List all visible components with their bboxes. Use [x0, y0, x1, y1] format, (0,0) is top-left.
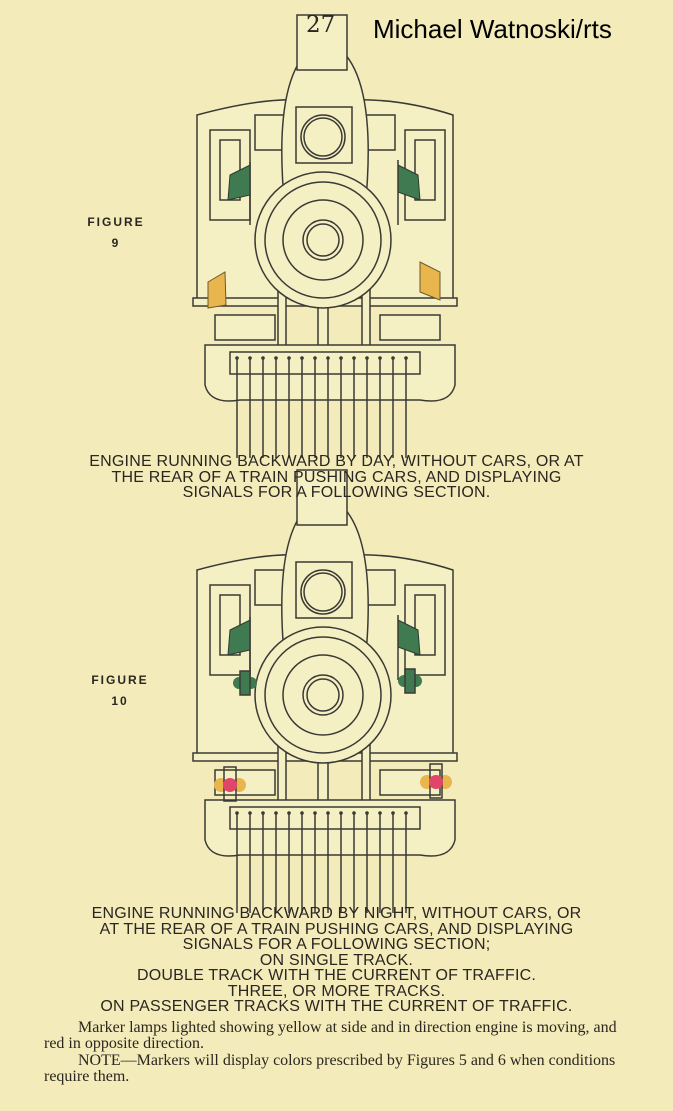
figure-9-caption: ENGINE RUNNING BACKWARD BY DAY, WITHOUT …: [0, 454, 673, 501]
support-post: [361, 289, 371, 351]
rivet: [287, 811, 291, 815]
rivet: [300, 811, 304, 815]
headlight-lens: [303, 117, 343, 157]
caption-line: SIGNALS FOR A FOLLOWING SECTION;: [182, 936, 491, 953]
smokestack: [296, 469, 348, 526]
headlight-lens: [303, 572, 343, 612]
caption-line: ENGINE RUNNING BACKWARD BY NIGHT, WITHOU…: [91, 905, 582, 922]
figure-10-caption: ENGINE RUNNING BACKWARD BY NIGHT, WITHOU…: [0, 906, 673, 1015]
red-lamp-lens: [223, 778, 237, 792]
caption-line: ON PASSENGER TRACKS WITH THE CURRENT OF …: [100, 998, 573, 1015]
caption-line: ON SINGLE TRACK.: [259, 951, 414, 969]
caption-line: DOUBLE TRACK WITH THE CURRENT OF TRAFFIC…: [136, 967, 537, 984]
rivet: [404, 811, 408, 815]
rivet: [365, 811, 369, 815]
page-number: 27: [306, 12, 336, 38]
support-post: [277, 289, 287, 351]
caption-line: THE REAR OF A TRAIN PUSHING CARS, AND DI…: [111, 468, 562, 486]
figure-number: 9: [111, 236, 121, 250]
caption-line: ENGINE RUNNING BACKWARD BY DAY, WITHOUT …: [89, 453, 584, 470]
cab-window: [414, 594, 436, 656]
caption-line: THREE, OR MORE TRACKS.: [227, 982, 446, 1000]
watermark-credit: Michael Watnoski/rts: [373, 14, 612, 44]
rivet: [404, 356, 408, 360]
pilot-beam-plate: [229, 806, 421, 830]
figure-10-label: FIGURE 10: [75, 673, 165, 708]
figure-label-text: FIGURE: [87, 215, 145, 229]
marker-lamp: [404, 668, 416, 694]
rivet: [248, 356, 252, 360]
rivet: [235, 811, 239, 815]
rivet: [378, 356, 382, 360]
red-lamp-lens: [429, 775, 443, 789]
cab-window: [414, 139, 436, 201]
support-post: [361, 744, 371, 806]
step-box: [214, 314, 276, 341]
yellow-flag-right: [419, 261, 441, 301]
markers-note: NOTE—Markers will display colors prescri…: [44, 1052, 616, 1085]
rivet: [274, 356, 278, 360]
rivet: [339, 811, 343, 815]
figure-number: 10: [111, 694, 129, 708]
rivet: [352, 356, 356, 360]
rivet: [274, 811, 278, 815]
rivet: [235, 356, 239, 360]
caption-line: AT THE REAR OF A TRAIN PUSHING CARS, AND…: [99, 920, 574, 938]
rivet: [287, 356, 291, 360]
rivet: [365, 356, 369, 360]
support-post: [277, 744, 287, 806]
rivet: [248, 811, 252, 815]
rivet: [300, 356, 304, 360]
rivet: [339, 356, 343, 360]
rivet: [261, 356, 265, 360]
rivet: [326, 811, 330, 815]
smokebox-center: [306, 223, 340, 257]
rivet: [352, 811, 356, 815]
caption-line: SIGNALS FOR A FOLLOWING SECTION.: [182, 484, 491, 501]
rivet: [261, 811, 265, 815]
smokebox-center: [306, 678, 340, 712]
rivet: [391, 356, 395, 360]
figure-label-text: FIGURE: [91, 673, 149, 687]
rivet: [378, 811, 382, 815]
yellow-flag-left: [207, 271, 227, 309]
figure-10-locomotive-drawing: [192, 469, 458, 913]
rivet: [313, 811, 317, 815]
figure-9-label: FIGURE 9: [71, 215, 161, 250]
smokestack: [296, 14, 348, 71]
figure-9-locomotive-drawing: [192, 14, 458, 458]
rivet: [326, 356, 330, 360]
step-box: [379, 314, 441, 341]
rivet: [391, 811, 395, 815]
marker-lamp: [239, 670, 251, 696]
pilot-beam-plate: [229, 351, 421, 375]
rivet: [313, 356, 317, 360]
marker-lamps-note: Marker lamps lighted showing yellow at s…: [44, 1019, 617, 1052]
